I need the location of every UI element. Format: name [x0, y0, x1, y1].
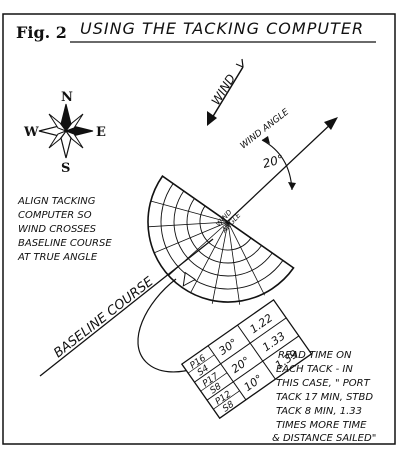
figure-label: Fig. 2 — [16, 23, 67, 42]
align-note-line-4: BASELINE COURSE — [18, 238, 112, 249]
compass-rose-icon — [38, 103, 94, 159]
read-note: READ TIME ON EACH TACK - IN THIS CASE, "… — [272, 350, 376, 444]
figure-title: USING THE TACKING COMPUTER — [80, 19, 364, 38]
align-note-line-2: COMPUTER SO — [18, 210, 92, 221]
baseline-course-line — [39, 238, 214, 377]
read-note-line-2: EACH TACK - IN — [276, 364, 353, 375]
figure-border — [2, 13, 396, 445]
align-note: ALIGN TACKING COMPUTER SO WIND CROSSES B… — [17, 196, 112, 263]
wind-angle-arrowhead-icon — [324, 117, 338, 130]
read-note-line-3: THIS CASE, " PORT — [276, 378, 371, 389]
read-note-line-5: TACK 8 MIN, 1.33 — [276, 406, 362, 417]
compass-w-label: W — [23, 125, 39, 140]
read-note-line-7: & DISTANCE SAILED" — [272, 433, 376, 444]
align-note-line-5: AT TRUE ANGLE — [17, 252, 98, 263]
wind-angle-value: 20° — [261, 152, 285, 171]
angle-arc-arrow-bottom-icon — [288, 182, 296, 190]
wind-angle-line — [211, 120, 335, 237]
read-note-line-4: TACK 17 MIN, STBD — [276, 392, 373, 403]
pointer-curve — [137, 278, 197, 373]
align-note-line-3: WIND CROSSES — [18, 224, 97, 235]
wind-angle-label: WIND ANGLE — [239, 107, 292, 151]
data-table: P16 S4 30° 1.22 P17 S8 20° 1.33 P12 S8 1… — [180, 298, 313, 420]
tacking-computer — [147, 174, 295, 305]
compass-e-label: E — [96, 125, 106, 140]
wind-arrow-icon — [207, 58, 244, 126]
read-note-line-1: READ TIME ON — [278, 350, 352, 361]
compass-s-label: S — [61, 161, 70, 176]
align-note-line-1: ALIGN TACKING — [17, 196, 96, 207]
read-note-line-6: TIMES MORE TIME — [276, 420, 367, 431]
compass-n-label: N — [61, 90, 73, 105]
wind-label: WIND — [209, 72, 239, 108]
angle-arc-arrow-top-icon — [262, 136, 270, 144]
baseline-label: BASELINE COURSE — [51, 274, 157, 361]
